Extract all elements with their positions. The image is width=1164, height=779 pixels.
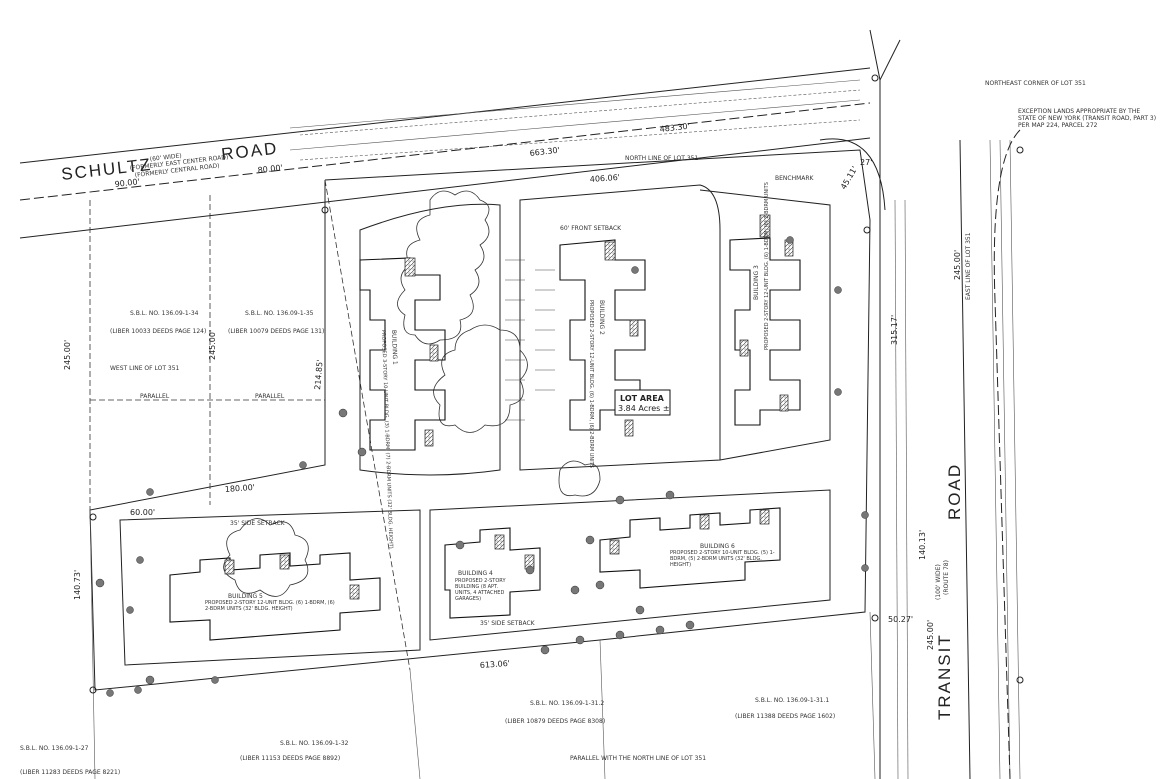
parallel-label-b: PARALLEL <box>255 393 285 400</box>
parcel-2-sbl: S.B.L. NO. 136.09-1-35 <box>245 310 314 317</box>
exception-note: EXCEPTION LANDS APPROPRIATE BY THE STATE… <box>1018 108 1157 129</box>
transit-road-route: (ROUTE 78) <box>943 560 950 595</box>
building-5: BUILDING 5 PROPOSED 2-STORY 12-UNIT BLDG… <box>169 552 381 641</box>
transit-road-name: TRANSIT <box>935 633 954 720</box>
building-5-name: BUILDING 5 <box>228 593 263 600</box>
building-2-desc: PROPOSED 2-STORY 12-UNIT BLDG. (6) 1-BDR… <box>588 300 594 468</box>
building-4: BUILDING 4 PROPOSED 2-STORY BUILDING (8 … <box>444 527 541 619</box>
building-3: BUILDING 3 PROPOSED 2-STORY 12-UNIT BLDG… <box>729 182 801 426</box>
dim-50: 50.27' <box>888 615 913 624</box>
parcel-3-liber: (LIBER 11283 DEEDS PAGE 8221) <box>20 769 120 776</box>
parcel-4-sbl: S.B.L. NO. 136.09-1-32 <box>280 740 349 747</box>
building-2: LOT AREA 3.84 Acres ± BUILDING 2 PROPOSE… <box>559 239 671 468</box>
parcel-2-liber: (LIBER 10079 DEEDS PAGE 131) <box>228 328 324 335</box>
schultz-road-suffix: ROAD <box>220 139 279 164</box>
dim-245b: 245.00' <box>208 330 217 360</box>
parking-areas <box>119 184 831 666</box>
setback-rear: 35' SIDE SETBACK <box>480 620 536 627</box>
building-4-name: BUILDING 4 <box>458 570 493 577</box>
parcel-6-liber: (LIBER 11388 DEEDS PAGE 1602) <box>735 713 835 720</box>
dim-245c: 245.00' <box>953 250 962 280</box>
building-1: BUILDING 1 PROPOSED 3-STORY 10-UNIT BLDG… <box>359 257 446 549</box>
dim-27: 27' <box>860 158 872 167</box>
dim-663: 663.30' <box>529 146 560 158</box>
tree-symbols <box>95 236 869 697</box>
building-6-name: BUILDING 6 <box>700 543 735 550</box>
building-5-desc: PROPOSED 2-STORY 12-UNIT BLDG. (6) 1-BDR… <box>205 600 335 612</box>
dim-140: 140.73' <box>73 570 82 600</box>
dim-4511: 45.11' <box>839 165 859 191</box>
property-boundary: 406.06' 613.06' 180.00' 214.85' 140.73' … <box>63 80 1086 779</box>
building-1-name: BUILDING 1 <box>390 330 398 365</box>
dim-180: 180.00' <box>225 483 256 494</box>
building-4-desc: PROPOSED 2-STORY BUILDING (8 APT. UNITS,… <box>455 578 506 602</box>
adjacent-parcels: S.B.L. NO. 136.09-1-34 (LIBER 10033 DEED… <box>20 310 835 776</box>
dim-90: 90.00' <box>114 177 140 189</box>
utility-markers <box>89 74 1024 694</box>
benchmark-label: BENCHMARK <box>775 175 815 182</box>
schultz-road: SCHULTZ ROAD (60' WIDE) (FORMERLY EAST C… <box>19 67 871 239</box>
dim-245a: 245.00' <box>63 340 72 370</box>
dim-60: 60.00' <box>130 508 155 517</box>
parcel-5-sbl: S.B.L. NO. 136.09-1-31.2 <box>530 700 604 707</box>
parallel-label-a: PARALLEL <box>140 393 170 400</box>
setback-front: 60' FRONT SETBACK <box>560 225 622 232</box>
ne-corner-label: NORTHEAST CORNER OF LOT 351 <box>985 80 1086 87</box>
parcel-1-sbl: S.B.L. NO. 136.09-1-34 <box>130 310 199 317</box>
dim-214: 214.85' <box>313 359 325 390</box>
transit-road: TRANSIT ROAD (100' WIDE) (ROUTE 78) 315.… <box>819 29 1021 779</box>
dim-315: 315.17' <box>890 315 899 345</box>
west-line-label: WEST LINE OF LOT 351 <box>110 365 180 372</box>
dim-80: 80.00' <box>257 163 283 175</box>
lot-area-acres: 3.84 Acres ± <box>618 404 670 413</box>
north-line-label: NORTH LINE OF LOT 351 <box>625 155 698 162</box>
setback-side: 35' SIDE SETBACK <box>230 520 286 527</box>
schultz-road-width: (60' WIDE) <box>149 152 182 163</box>
parallel-north-label: PARALLEL WITH THE NORTH LINE OF LOT 351 <box>570 755 706 762</box>
parcel-4-liber: (LIBER 11153 DEEDS PAGE 8892) <box>240 755 340 762</box>
building-2-name: BUILDING 2 <box>598 300 605 335</box>
transit-road-suffix: ROAD <box>945 463 964 520</box>
building-6: BUILDING 6 PROPOSED 2-STORY 10-UNIT BLDG… <box>599 507 781 589</box>
lot-area-label: LOT AREA <box>620 394 665 403</box>
dim-245d: 245.00' <box>926 620 935 650</box>
dim-140b: 140.13' <box>918 530 927 560</box>
dim-613: 613.06' <box>480 659 511 670</box>
building-3-name: BUILDING 3 <box>753 265 760 300</box>
east-line-label: EAST LINE OF LOT 351 <box>965 232 972 300</box>
dim-483: 483.30' <box>659 122 690 134</box>
parcel-5-liber: (LIBER 10879 DEEDS PAGE 8308) <box>505 718 605 725</box>
dim-406: 406.06' <box>590 173 621 184</box>
parcel-6-sbl: S.B.L. NO. 136.09-1-31.1 <box>755 697 829 704</box>
building-6-desc: PROPOSED 2-STORY 10-UNIT BLDG. (5) 1-BDR… <box>670 550 775 568</box>
transit-road-width: (100' WIDE) <box>935 564 942 600</box>
exception-lands-text: EXCEPTION LANDS APPROPRIATE BY THE STATE… <box>1018 108 1157 129</box>
building-3-desc: PROPOSED 2-STORY 12-UNIT BLDG. (6) 1-BDR… <box>764 182 770 350</box>
parcel-3-sbl: S.B.L. NO. 136.09-1-27 <box>20 745 89 752</box>
parcel-1-liber: (LIBER 10033 DEEDS PAGE 124) <box>110 328 206 335</box>
